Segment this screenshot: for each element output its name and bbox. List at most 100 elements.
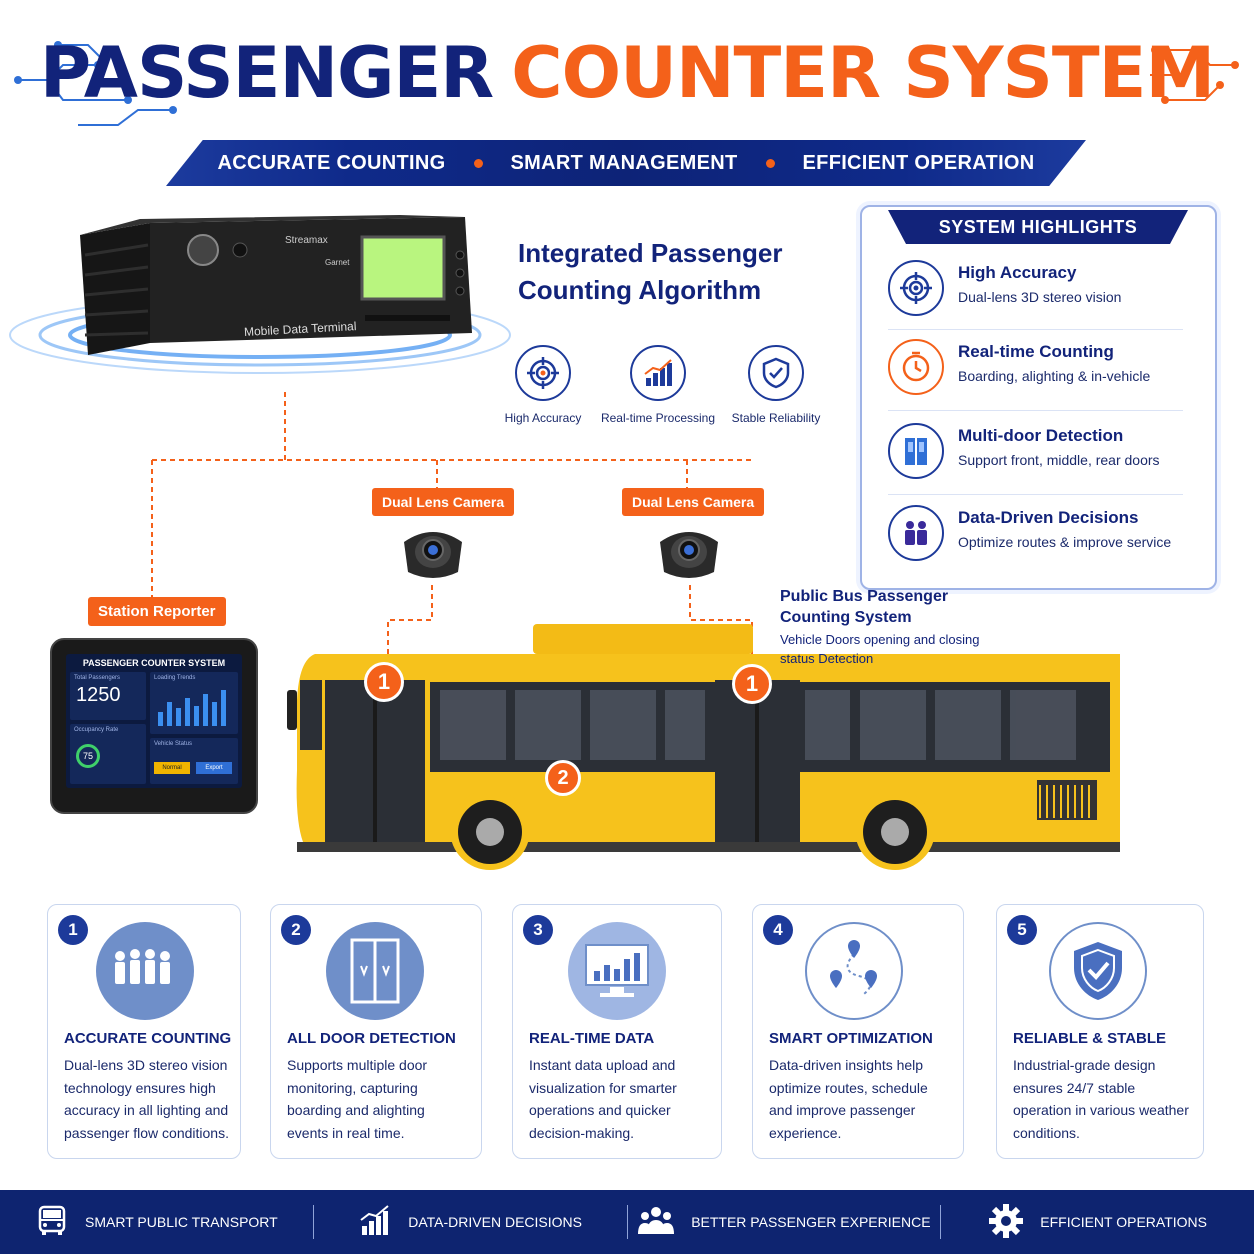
highlight-item-accuracy: High Accuracy Dual-lens 3D stereo vision [888,255,1188,325]
tagline-banner: ACCURATE COUNTING SMART MANAGEMENT EFFIC… [166,140,1086,186]
highlight-subtitle: Support front, middle, rear doors [958,452,1160,468]
title-part1: PASSENGER [39,32,494,114]
device-model: Garnet [325,258,350,267]
card-number: 1 [58,915,88,945]
bar-chart-icon [358,1204,392,1241]
highlight-title: High Accuracy [958,263,1077,282]
door-icon [326,922,424,1020]
tablet-screen: PASSENGER COUNTER SYSTEM Total Passenger… [66,654,242,788]
bus-marker-status: 2 [545,760,581,796]
card-description: Instant data upload and visualization fo… [529,1057,677,1141]
route-icon [805,922,903,1020]
feature-label: Stable Reliability [731,411,821,425]
total-label: Total Passengers [74,675,121,681]
algorithm-feature-processing: Real-time Processing [588,345,728,425]
divider [312,1205,314,1239]
card-number: 2 [281,915,311,945]
monitor-chart-icon [568,922,666,1020]
export-button[interactable]: Export [196,762,232,774]
trend-bars [158,690,226,726]
feature-card-all-door: 2 ALL DOOR DETECTION Supports multiple d… [270,904,482,1159]
tagline-item: SMART MANAGEMENT [510,151,738,174]
status-label: Vehicle Status [154,741,193,747]
card-title: SMART OPTIMIZATION [769,1030,933,1047]
tagline-item: ACCURATE COUNTING [217,151,446,174]
people-icon [888,505,944,561]
card-number: 5 [1007,915,1037,945]
bus-illustration [287,624,1121,870]
feature-label: Real-time Processing [600,411,716,425]
bullet-dot [473,158,483,168]
footer-label: EFFICIENT OPERATIONS [1040,1214,1207,1230]
bus-marker-middle-door: 1 [732,664,772,704]
card-title: ALL DOOR DETECTION [287,1030,456,1047]
algorithm-feature-reliability: Stable Reliability [706,345,846,425]
tagline-item: EFFICIENT OPERATION [802,151,1035,174]
feature-card-smart-optimization: 4 SMART OPTIMIZATION Data-driven insight… [752,904,964,1159]
people-icon [637,1204,675,1241]
tablet-title: PASSENGER COUNTER SYSTEM [82,658,226,668]
divider [940,1205,942,1239]
card-number: 4 [763,915,793,945]
highlight-item-datadriven: Data-Driven Decisions Optimize routes & … [888,500,1188,570]
camera-label-2: Dual Lens Camera [622,488,765,516]
highlight-item-realtime: Real-time Counting Boarding, alighting &… [888,334,1188,404]
footer-bar: SMART PUBLIC TRANSPORT DATA-DRIVEN DECIS… [0,1190,1254,1254]
occupancy-gauge: 75 [76,744,100,768]
algorithm-title-line2: Counting Algorithm [518,275,762,305]
device-brand: Streamax [285,235,328,246]
bullet-dot [765,158,775,168]
highlight-title: Real-time Counting [958,342,1114,361]
highlights-header: SYSTEM HIGHLIGHTS [888,210,1188,244]
gear-icon [988,1203,1024,1242]
card-number: 3 [523,915,553,945]
algorithm-title: Integrated Passenger Counting Algorithm [518,235,838,309]
dual-lens-camera-icon [660,532,718,578]
feature-card-reliable-stable: 5 RELIABLE & STABLE Industrial-grade des… [996,904,1204,1159]
highlight-item-multidoor: Multi-door Detection Support front, midd… [888,418,1188,488]
footer-label: SMART PUBLIC TRANSPORT [85,1214,278,1230]
vehicle-status-card: Vehicle Status Normal Export [150,738,238,784]
feature-card-realtime-data: 3 REAL-TIME DATA Instant data upload and… [512,904,722,1159]
loading-trends-card: Loading Trends [150,672,238,734]
feature-card-accurate-counting: 1 ACCURATE COUNTING Dual-lens 3D stereo … [47,904,241,1159]
highlight-subtitle: Optimize routes & improve service [958,534,1172,550]
occupancy-card: Occupancy Rate 75 [70,724,146,784]
dual-lens-camera-icon [404,532,462,578]
bus-marker-front-door: 1 [364,662,404,702]
marker-number: 1 [377,669,391,694]
divider [888,329,1183,330]
algorithm-feature-accuracy: High Accuracy [473,345,613,425]
crowd-icon [96,922,194,1020]
station-reporter-label: Station Reporter [88,597,226,626]
highlight-subtitle: Boarding, alighting & in-vehicle [958,368,1151,384]
camera-label-1: Dual Lens Camera [372,488,515,516]
divider [888,494,1183,495]
normal-button[interactable]: Normal [154,762,190,774]
card-description: Industrial-grade design ensures 24/7 sta… [1013,1057,1189,1141]
highlight-title: Data-Driven Decisions [958,508,1139,527]
circuit-decoration-right [1150,46,1239,104]
card-description: Supports multiple door monitoring, captu… [287,1057,428,1141]
target-icon [888,260,944,316]
card-description: Dual-lens 3D stereo vision technology en… [64,1057,229,1141]
marker-number: 2 [557,766,569,789]
footer-item-experience: BETTER PASSENGER EXPERIENCE [628,1204,941,1241]
occupancy-value: 75 [82,751,93,761]
bar-chart-icon [630,345,686,401]
footer-item-transport: SMART PUBLIC TRANSPORT [0,1204,313,1241]
mobile-data-terminal: Streamax Garnet [80,215,472,355]
footer-label: BETTER PASSENGER EXPERIENCE [691,1214,931,1230]
total-value: 1250 [76,684,121,706]
divider [888,410,1183,411]
clock-icon [888,339,944,395]
highlight-title: Multi-door Detection [958,426,1124,445]
door-icon [888,423,944,479]
card-title: RELIABLE & STABLE [1013,1030,1167,1047]
divider [626,1205,628,1239]
card-title: REAL-TIME DATA [529,1030,655,1047]
trend-label: Loading Trends [154,675,196,681]
highlight-subtitle: Dual-lens 3D stereo vision [958,289,1122,305]
footer-label: DATA-DRIVEN DECISIONS [408,1214,582,1230]
